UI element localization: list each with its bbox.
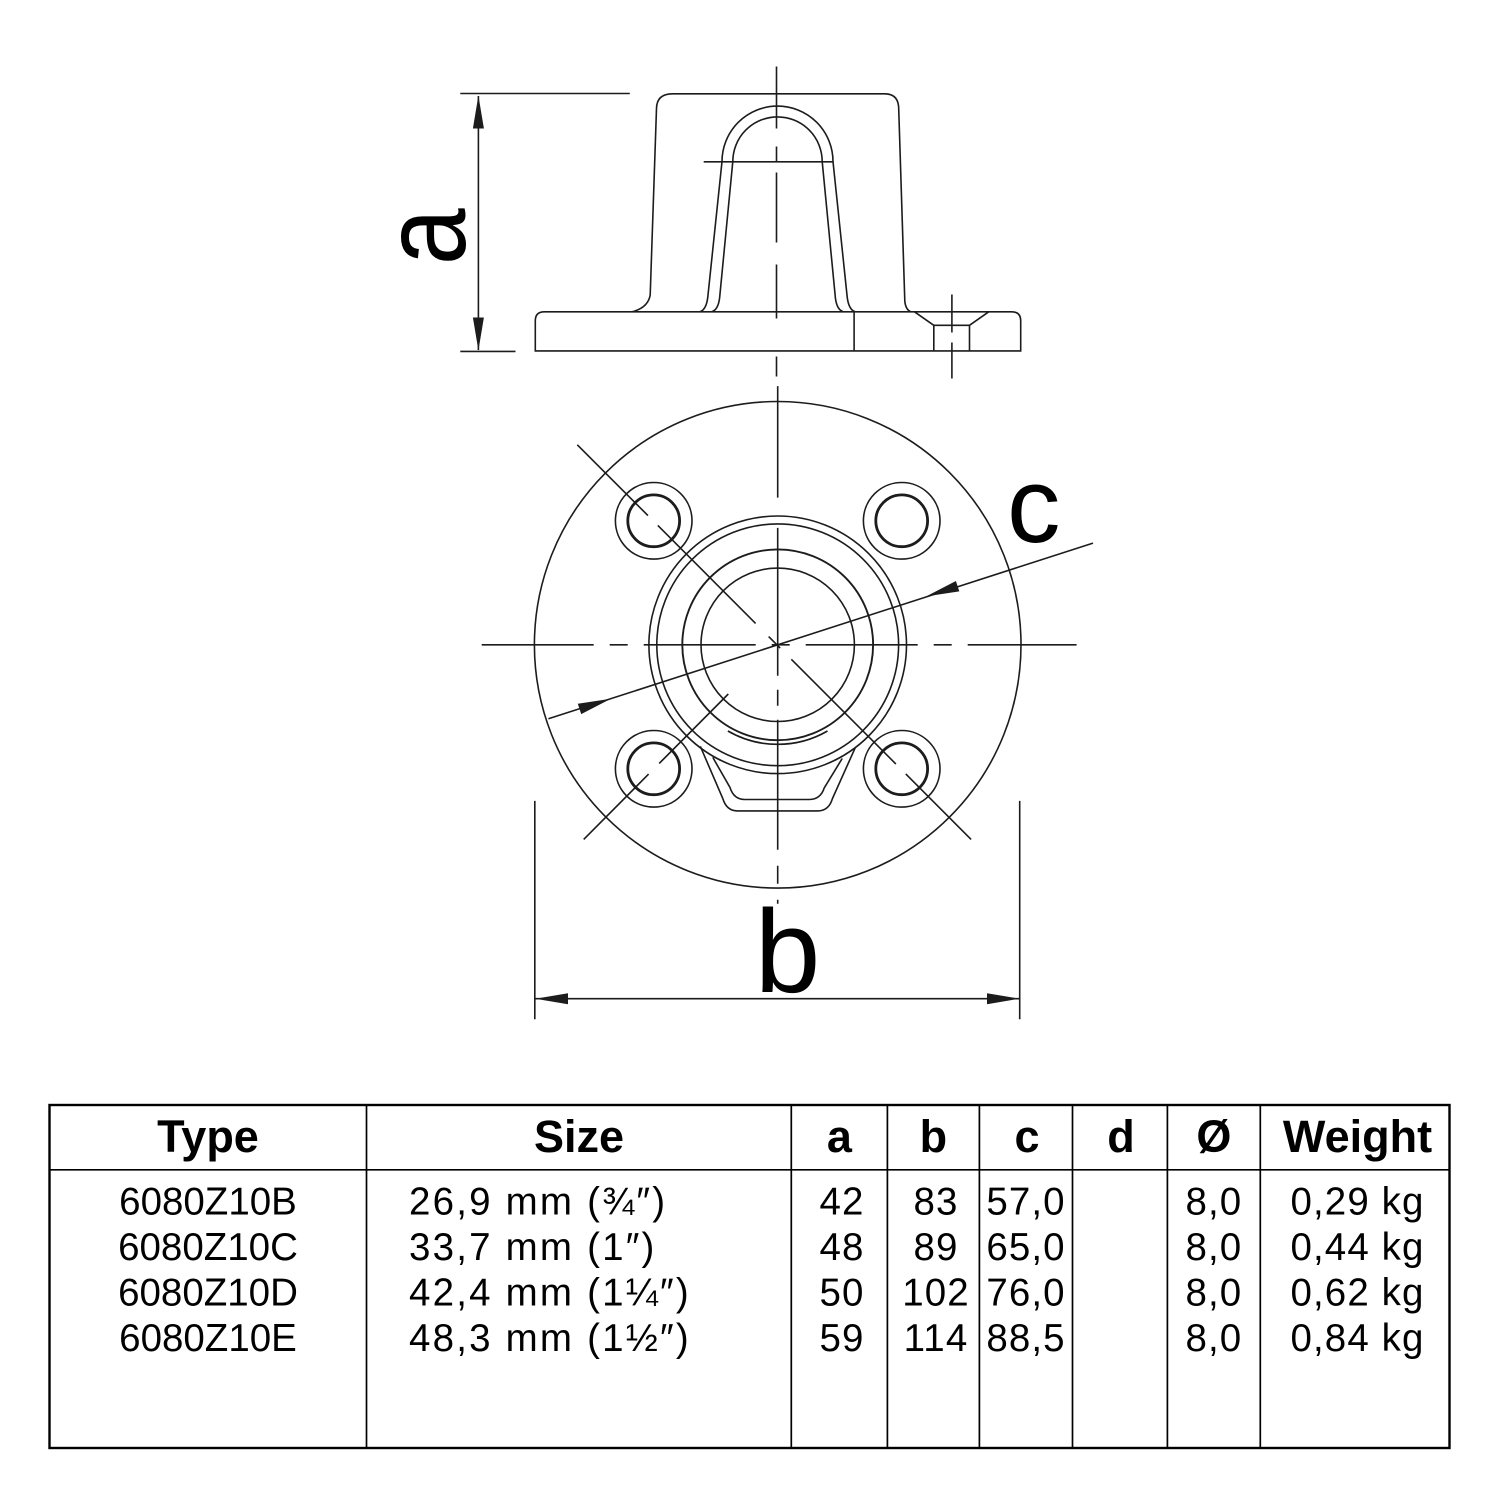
svg-text:102: 102 bbox=[902, 1272, 970, 1315]
svg-text:Ø: Ø bbox=[1196, 1111, 1231, 1162]
svg-text:Weight: Weight bbox=[1283, 1111, 1432, 1162]
svg-text:a: a bbox=[827, 1111, 853, 1162]
svg-text:8,0: 8,0 bbox=[1185, 1226, 1242, 1269]
svg-text:0,62 kg: 0,62 kg bbox=[1291, 1272, 1425, 1315]
svg-text:6080Z10E: 6080Z10E bbox=[119, 1317, 297, 1360]
svg-text:Size: Size bbox=[534, 1111, 624, 1162]
svg-text:65,0: 65,0 bbox=[986, 1226, 1065, 1269]
svg-text:c: c bbox=[1007, 445, 1061, 565]
svg-text:d: d bbox=[1107, 1111, 1135, 1162]
svg-text:8,0: 8,0 bbox=[1185, 1181, 1242, 1224]
svg-text:8,0: 8,0 bbox=[1185, 1317, 1242, 1360]
svg-text:6080Z10C: 6080Z10C bbox=[118, 1226, 298, 1269]
svg-text:6080Z10B: 6080Z10B bbox=[119, 1181, 297, 1224]
svg-text:48: 48 bbox=[819, 1226, 864, 1269]
svg-text:83: 83 bbox=[913, 1181, 958, 1224]
svg-text:57,0: 57,0 bbox=[986, 1181, 1065, 1224]
svg-text:48,3 mm (1½″): 48,3 mm (1½″) bbox=[409, 1317, 691, 1360]
svg-text:89: 89 bbox=[913, 1226, 958, 1269]
svg-text:26,9 mm (¾″): 26,9 mm (¾″) bbox=[409, 1181, 667, 1224]
svg-text:114: 114 bbox=[904, 1317, 969, 1360]
svg-text:88,5: 88,5 bbox=[986, 1317, 1065, 1360]
svg-text:76,0: 76,0 bbox=[986, 1272, 1065, 1315]
svg-text:0,44 kg: 0,44 kg bbox=[1291, 1226, 1425, 1269]
svg-text:6080Z10D: 6080Z10D bbox=[118, 1272, 298, 1315]
svg-text:a: a bbox=[359, 208, 491, 265]
svg-text:8,0: 8,0 bbox=[1185, 1272, 1242, 1315]
svg-text:33,7 mm (1″): 33,7 mm (1″) bbox=[409, 1226, 657, 1269]
svg-text:50: 50 bbox=[819, 1272, 864, 1315]
svg-text:42,4 mm (1¼″): 42,4 mm (1¼″) bbox=[409, 1272, 691, 1315]
svg-text:0,84 kg: 0,84 kg bbox=[1291, 1317, 1425, 1360]
svg-text:b: b bbox=[920, 1111, 948, 1162]
svg-text:Type: Type bbox=[157, 1111, 259, 1162]
svg-text:b: b bbox=[755, 886, 821, 1018]
svg-text:59: 59 bbox=[819, 1317, 864, 1360]
svg-text:c: c bbox=[1014, 1111, 1039, 1162]
svg-text:0,29 kg: 0,29 kg bbox=[1291, 1181, 1425, 1224]
svg-text:42: 42 bbox=[819, 1181, 864, 1224]
